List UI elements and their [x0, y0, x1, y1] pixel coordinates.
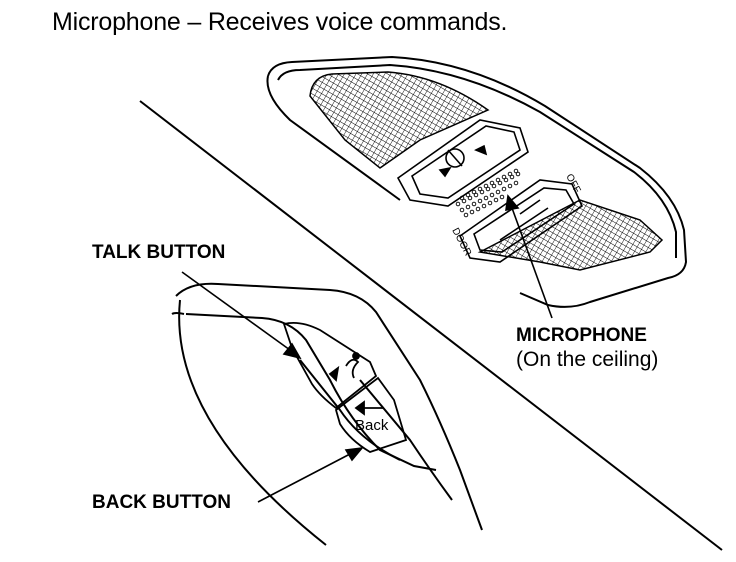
overhead-console	[266, 55, 688, 308]
microphone-holes	[455, 168, 521, 218]
talk-button-arrow	[181, 271, 302, 360]
back-button-arrow	[257, 446, 364, 503]
microphone-arrow	[505, 194, 553, 319]
microphone-location-label: (On the ceiling)	[516, 348, 659, 371]
back-button-label: BACK BUTTON	[92, 492, 231, 513]
talk-button-label: TALK BUTTON	[92, 242, 226, 263]
microphone-label: MICROPHONE	[516, 325, 647, 346]
front-grille	[309, 71, 490, 169]
dome-light-switch	[458, 179, 584, 263]
console-door-text: DOOR	[449, 226, 473, 258]
windshield-line	[139, 100, 723, 551]
steering-wheel	[171, 282, 483, 546]
diagram-caption: Microphone – Receives voice commands.	[52, 8, 508, 36]
back-button	[334, 376, 408, 453]
rear-grille	[477, 199, 664, 271]
map-light-switch	[396, 119, 529, 207]
back-button-text: Back	[355, 417, 389, 434]
talk-button	[282, 321, 378, 410]
